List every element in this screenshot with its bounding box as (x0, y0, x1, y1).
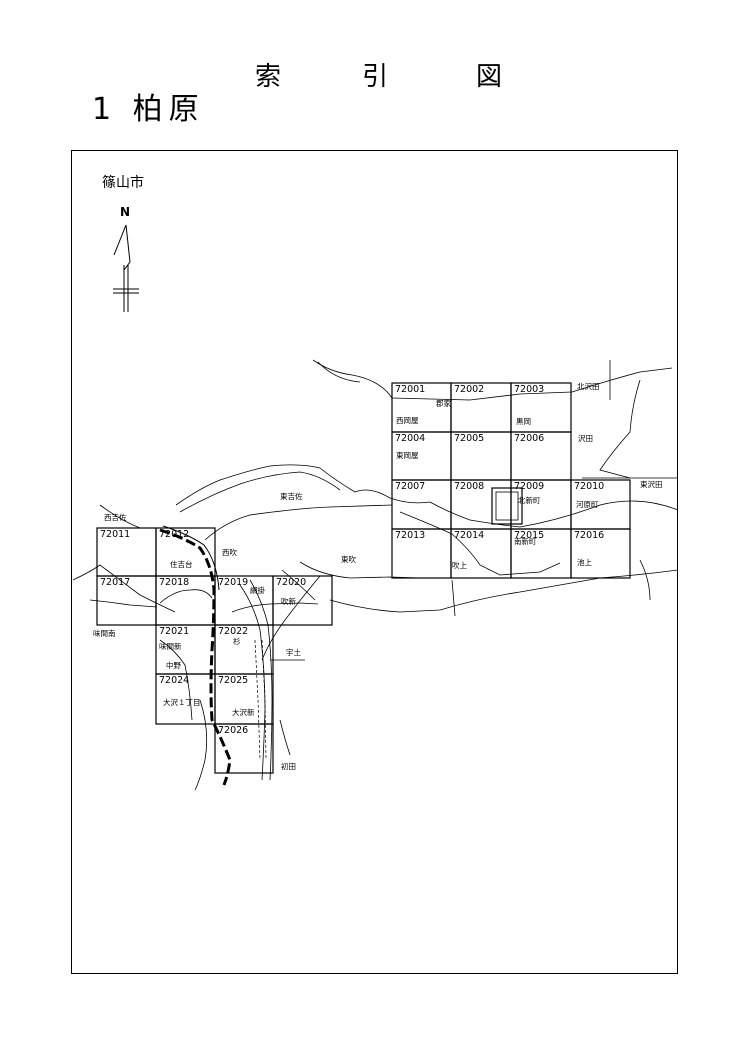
sheet-label: 72004 (395, 433, 425, 444)
place-label: 東岡屋 (396, 450, 419, 460)
sheet-label: 72018 (159, 577, 189, 588)
place-label: 南新町 (514, 536, 537, 546)
sheet-labels: 72001 72002 72003 72004 72005 72006 7200… (100, 384, 604, 736)
map-frame (71, 150, 678, 974)
place-label: 西吉佐 (104, 512, 127, 522)
place-label: 北新町 (518, 495, 541, 505)
sheet-label: 72002 (454, 384, 484, 395)
place-label: 西岡屋 (396, 416, 419, 425)
place-label: 池上 (577, 557, 592, 567)
sheet-label: 72016 (574, 530, 604, 541)
place-label: 大沢１丁目 (163, 697, 201, 707)
castle-outline (491, 487, 523, 525)
sheet-label: 72009 (514, 481, 544, 492)
sheet-label: 72017 (100, 577, 130, 588)
sheet-label: 72022 (218, 626, 248, 637)
railway-line (159, 525, 232, 786)
north-label: N (120, 205, 131, 219)
sheet-label: 72013 (395, 530, 425, 541)
place-label: 東沢田 (640, 479, 663, 489)
sheet-grid (96, 382, 631, 774)
sheet-label: 72014 (454, 530, 484, 541)
sheet-label: 72019 (218, 577, 248, 588)
place-label: 沢田 (578, 434, 593, 443)
sheet-label: 72015 (514, 530, 544, 541)
sheet-label: 72008 (454, 481, 484, 492)
sheet-label: 72001 (395, 384, 425, 395)
place-label: 吹新 (281, 596, 296, 606)
sheet-label: 72021 (159, 626, 189, 637)
place-label: 住吉台 (170, 559, 193, 569)
sheet-label: 72020 (276, 577, 306, 588)
place-label: 味間南 (93, 628, 116, 638)
expressway (254, 639, 267, 761)
place-label: 黒岡 (516, 417, 531, 426)
north-arrow-icon (113, 224, 139, 312)
sheet-label: 72010 (574, 481, 604, 492)
sheet-label: 72011 (100, 529, 130, 540)
place-label: 郡家 (436, 398, 451, 408)
place-label: 北沢田 (577, 382, 600, 391)
place-label: 宇土 (286, 647, 301, 657)
place-label: 大沢新 (232, 707, 255, 717)
road-network (72, 359, 679, 791)
place-label: 中野 (166, 660, 181, 670)
title-char-1: 索 (255, 62, 282, 92)
page-title: 索 引 図 (0, 62, 750, 92)
place-label: 杉 (233, 636, 241, 646)
place-label: 味間新 (159, 641, 182, 651)
place-labels: 北沢田 郡家 西岡屋 黒岡 沢田 東岡屋 東沢田 東吉佐 北新町 河原町 西吉佐… (93, 382, 663, 771)
sheet-label: 72025 (218, 675, 248, 686)
sheet-label: 72007 (395, 481, 425, 492)
sheet-label: 72026 (218, 725, 248, 736)
area-title: 1 柏原 (92, 92, 205, 127)
place-label: 河原町 (576, 500, 599, 509)
sheet-label: 72003 (514, 384, 544, 395)
sheet-label: 72012 (159, 529, 189, 540)
place-label: 網掛 (250, 585, 265, 595)
place-label: 吹上 (452, 560, 467, 570)
sheet-label: 72006 (514, 433, 544, 444)
place-label: 東吹 (341, 554, 356, 564)
place-label: 東吉佐 (280, 491, 303, 501)
place-label: 西吹 (222, 547, 237, 557)
title-char-3: 図 (476, 62, 503, 92)
sheet-label: 72024 (159, 675, 189, 686)
title-char-2: 引 (362, 62, 389, 92)
city-label: 篠山市 (102, 175, 144, 191)
place-label: 初田 (281, 761, 296, 771)
sheet-label: 72005 (454, 433, 484, 444)
